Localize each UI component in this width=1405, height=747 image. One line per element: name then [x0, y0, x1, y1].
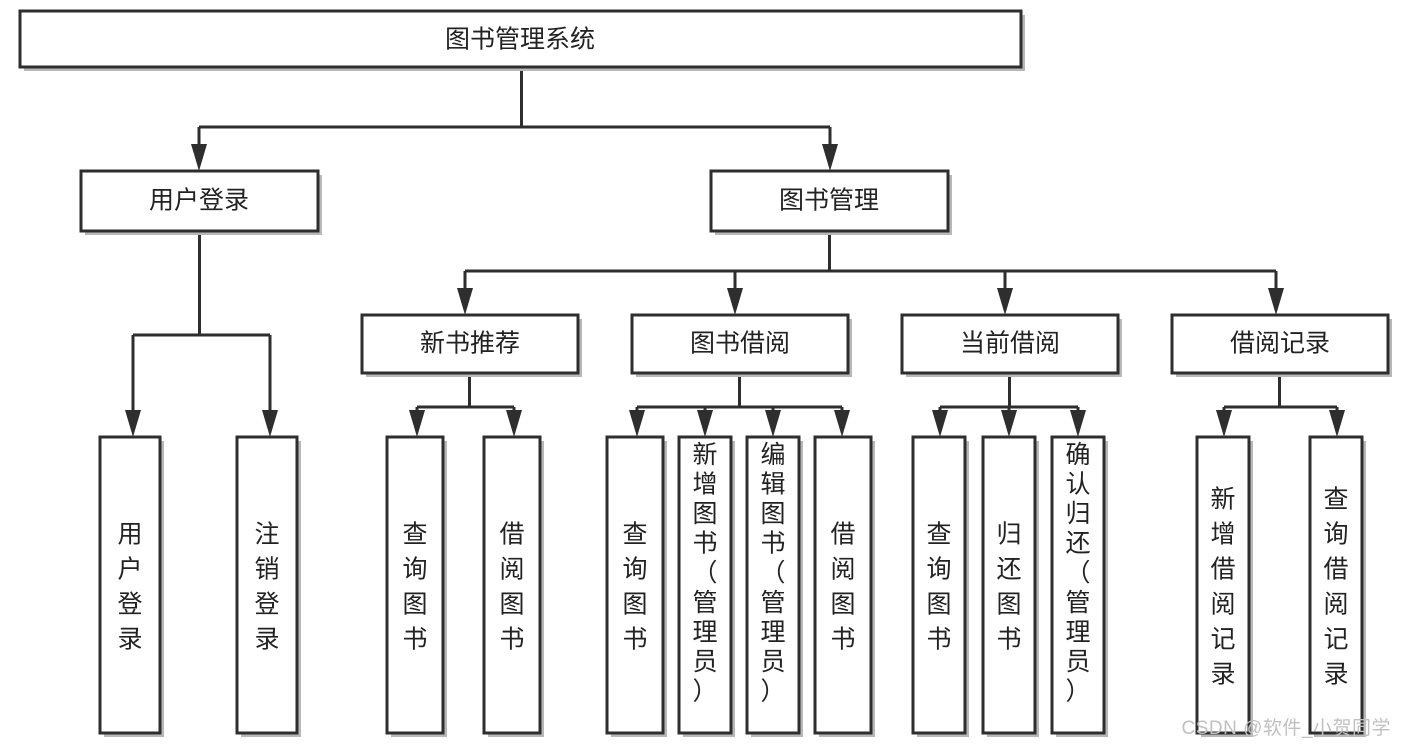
arrow-root-to-book-manage: [822, 144, 838, 171]
node-user-login-label: 用户登录: [149, 187, 249, 215]
node-leaf-edit-book-admin-label: 编辑图书（管理员）: [760, 441, 785, 705]
node-leaf-user-login[interactable]: 用户登录: [98, 435, 164, 737]
node-book-borrow[interactable]: 图书借阅: [630, 313, 852, 377]
node-leaf-query-record[interactable]: 查询借阅记录: [1308, 435, 1366, 737]
node-current-borrow[interactable]: 当前借阅: [900, 313, 1122, 377]
arrow-bookborrow-leaf-3: [765, 410, 781, 437]
node-leaf-user-logout-box[interactable]: [235, 435, 299, 735]
node-leaf-query-book-2[interactable]: 查询图书: [605, 435, 667, 737]
node-leaf-query-book-2-box[interactable]: [605, 435, 665, 735]
csdn-watermark: CSDN @软件_小贺同学: [1181, 718, 1391, 739]
node-leaf-borrow-book-2-box[interactable]: [813, 435, 873, 735]
node-book-manage[interactable]: 图书管理: [709, 169, 952, 235]
node-book-borrow-label: 图书借阅: [690, 330, 790, 358]
node-leaf-query-book-3-label: 查询图书: [926, 520, 951, 653]
arrow-currentborrow-leaf-3: [1070, 410, 1086, 437]
node-leaf-borrow-book-2[interactable]: 借阅图书: [813, 435, 875, 737]
node-leaf-query-book-2-label: 查询图书: [622, 520, 647, 653]
node-leaf-return-book[interactable]: 归还图书: [981, 435, 1039, 737]
node-borrow-record-label: 借阅记录: [1230, 330, 1330, 358]
node-root-box[interactable]: [18, 9, 1023, 69]
arrow-bookmanage-child-1: [457, 288, 473, 315]
node-current-borrow-label: 当前借阅: [960, 330, 1060, 358]
node-new-book-rec[interactable]: 新书推荐: [360, 313, 582, 377]
node-current-borrow-box[interactable]: [900, 313, 1120, 375]
node-leaf-query-book-1-label: 查询图书: [402, 520, 427, 653]
node-leaf-user-logout-label: 注销登录: [254, 520, 279, 653]
arrow-currentborrow-leaf-1: [932, 410, 948, 437]
node-book-borrow-box[interactable]: [630, 313, 850, 375]
node-leaf-confirm-return-admin-label: 确认归还（管理员）: [1065, 441, 1090, 705]
arrow-bookborrow-leaf-4: [834, 410, 850, 437]
node-user-login-box[interactable]: [79, 169, 320, 233]
arrow-currentborrow-leaf-2: [1001, 410, 1017, 437]
node-leaf-query-book-3[interactable]: 查询图书: [911, 435, 969, 737]
node-leaf-query-book-3-box[interactable]: [911, 435, 967, 735]
node-leaf-confirm-return-admin-box[interactable]: [1050, 435, 1106, 735]
node-leaf-return-book-box[interactable]: [981, 435, 1037, 735]
node-leaf-query-record-label: 查询借阅记录: [1323, 485, 1348, 688]
node-leaf-add-book-admin[interactable]: 新增图书（管理员）: [677, 435, 735, 737]
arrow-bookmanage-child-4: [1268, 288, 1284, 315]
node-leaf-query-record-box[interactable]: [1308, 435, 1364, 735]
arrow-bookborrow-leaf-2: [697, 410, 713, 437]
arrow-bookmanage-child-2: [727, 288, 743, 315]
node-leaf-borrow-book-2-label: 借阅图书: [830, 520, 855, 653]
node-leaf-borrow-book-1-label: 借阅图书: [499, 520, 524, 653]
node-book-manage-box[interactable]: [709, 169, 950, 233]
arrow-userlogin-child-1: [125, 410, 141, 437]
node-leaf-return-book-label: 归还图书: [996, 520, 1021, 653]
node-borrow-record[interactable]: 借阅记录: [1170, 313, 1392, 377]
node-book-manage-label: 图书管理: [779, 187, 879, 215]
node-leaf-add-record[interactable]: 新增借阅记录: [1195, 435, 1253, 737]
node-leaf-edit-book-admin[interactable]: 编辑图书（管理员）: [745, 435, 803, 737]
arrow-borrowrecord-leaf-2: [1329, 410, 1345, 437]
node-leaf-add-record-box[interactable]: [1195, 435, 1251, 735]
node-new-book-rec-label: 新书推荐: [420, 330, 520, 358]
node-new-book-rec-box[interactable]: [360, 313, 580, 375]
node-leaf-query-book-1[interactable]: 查询图书: [385, 435, 447, 737]
node-leaf-user-login-label: 用户登录: [117, 520, 142, 653]
node-leaf-borrow-book-1-box[interactable]: [482, 435, 542, 735]
node-leaf-borrow-book-1[interactable]: 借阅图书: [482, 435, 544, 737]
node-leaf-add-book-admin-box[interactable]: [677, 435, 733, 735]
node-leaf-confirm-return-admin[interactable]: 确认归还（管理员）: [1050, 435, 1108, 737]
arrow-bookmanage-child-3: [997, 288, 1013, 315]
node-root[interactable]: 图书管理系统: [18, 9, 1025, 71]
arrow-newbook-leaf-2: [506, 410, 522, 437]
connectors-layer: [125, 68, 1345, 437]
node-leaf-user-login-box[interactable]: [98, 435, 162, 735]
node-borrow-record-box[interactable]: [1170, 313, 1390, 375]
arrow-bookborrow-leaf-1: [629, 410, 645, 437]
node-root-label: 图书管理系统: [445, 26, 595, 54]
arrow-borrowrecord-leaf-1: [1216, 410, 1232, 437]
arrow-root-to-user-login: [191, 144, 207, 171]
node-user-login[interactable]: 用户登录: [79, 169, 322, 235]
arrow-userlogin-child-2: [262, 410, 278, 437]
node-leaf-edit-book-admin-box[interactable]: [745, 435, 801, 735]
node-leaf-add-record-label: 新增借阅记录: [1210, 485, 1235, 688]
node-leaf-query-book-1-box[interactable]: [385, 435, 445, 735]
node-leaf-add-book-admin-label: 新增图书（管理员）: [692, 441, 717, 705]
node-leaf-user-logout[interactable]: 注销登录: [235, 435, 301, 737]
arrow-newbook-leaf-1: [409, 410, 425, 437]
